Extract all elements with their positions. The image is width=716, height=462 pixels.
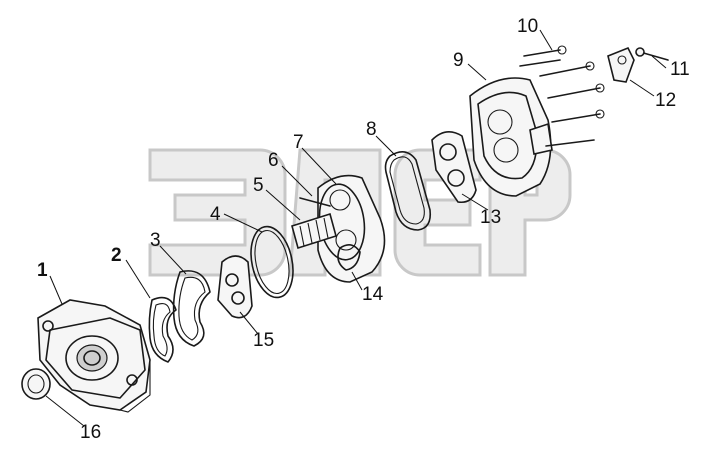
part-12-bracket	[607, 46, 635, 83]
callout-10: 10	[517, 16, 538, 37]
part-11-bolt	[635, 47, 669, 61]
part-10-bolts	[519, 45, 605, 147]
part-2-seal	[148, 296, 177, 363]
part-16-seal-ring	[21, 368, 51, 400]
callout-4: 4	[210, 204, 221, 225]
callout-3: 3	[150, 230, 161, 251]
part-14-driven-gear	[337, 244, 361, 271]
callout-8: 8	[366, 119, 377, 140]
callout-16: 16	[80, 422, 101, 443]
callout-7: 7	[293, 132, 304, 153]
callout-1: 1	[37, 260, 48, 281]
part-4-oring	[250, 225, 294, 299]
part-1-front-flange	[37, 299, 151, 413]
part-8-seal-loop	[384, 151, 432, 231]
part-6-pin	[299, 197, 331, 207]
part-7-gear-body	[317, 174, 386, 283]
callout-15: 15	[253, 330, 274, 351]
part-13-plate	[431, 131, 477, 204]
part-9-rear-cover	[469, 77, 553, 197]
callout-11: 11	[670, 59, 690, 80]
callout-13: 13	[480, 207, 501, 228]
callout-2: 2	[111, 245, 122, 266]
leader-lines	[45, 29, 667, 427]
callout-9: 9	[453, 50, 464, 71]
callout-5: 5	[253, 175, 264, 196]
part-3-seal	[172, 270, 211, 347]
callout-14: 14	[362, 284, 384, 305]
callout-6: 6	[268, 150, 279, 171]
part-15-plate	[217, 255, 253, 319]
callout-labels: 1 2 3 4 5 6 7 8 9 10 11 12 13 14 15 16	[37, 16, 690, 443]
callout-12: 12	[655, 90, 676, 111]
part-5-drive-shaft	[291, 212, 337, 250]
